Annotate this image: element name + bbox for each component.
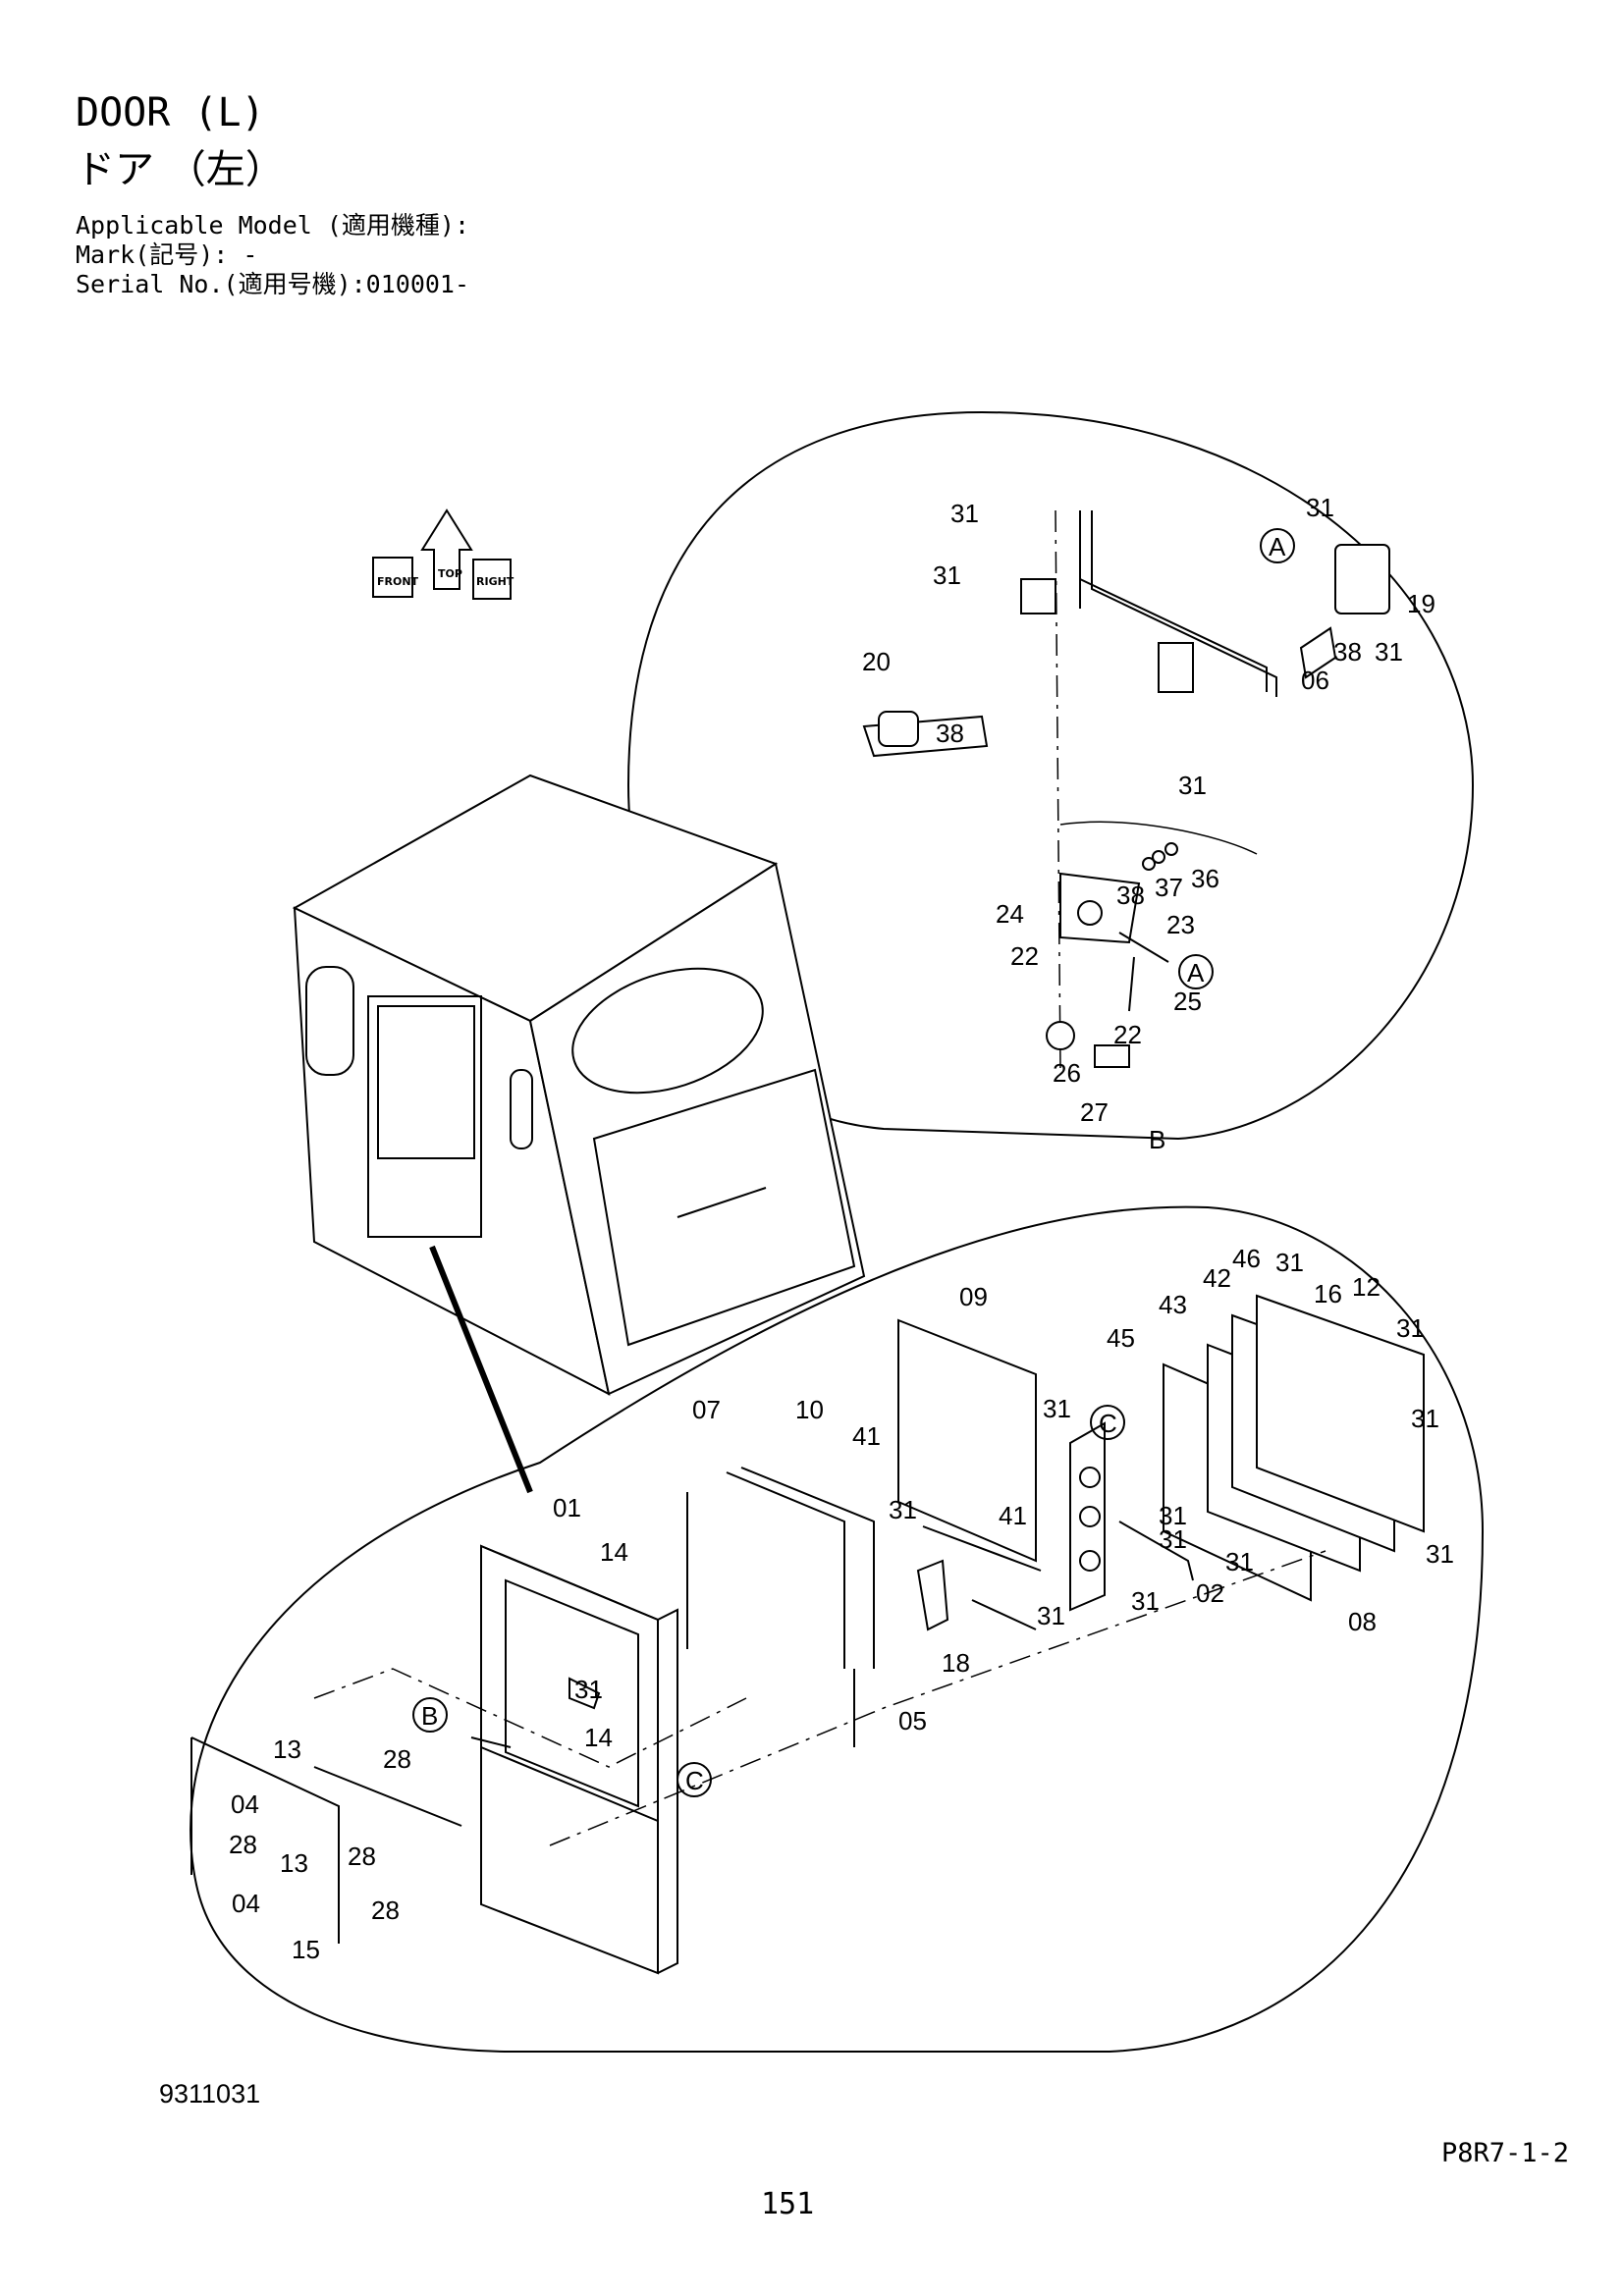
- part-label: 24: [996, 899, 1024, 929]
- serial-number: Serial No.(適用号機):010001-: [76, 270, 470, 298]
- part-label: 28: [229, 1830, 257, 1859]
- part-label: 28: [348, 1842, 376, 1871]
- part-label: 31: [933, 561, 961, 590]
- main-exploded-parts: [190, 1294, 1425, 1975]
- page-title-jp: ドア （左）: [76, 147, 285, 192]
- part-label: 10: [795, 1395, 824, 1424]
- part-label: 22: [1113, 1020, 1142, 1049]
- part-label: 31: [1411, 1404, 1439, 1433]
- part-label: 13: [273, 1735, 301, 1764]
- callout-c-1: C: [1090, 1405, 1125, 1440]
- page-number: 151: [761, 2187, 815, 2221]
- part-label: 22: [1010, 941, 1039, 971]
- part-label: 18: [942, 1648, 970, 1678]
- mark: Mark(記号): -: [76, 240, 258, 269]
- applicable-model: Applicable Model (適用機種):: [76, 211, 470, 240]
- part-label: 31: [1225, 1547, 1254, 1576]
- orientation-top: TOP: [438, 567, 462, 580]
- orientation-right: RIGHT: [476, 575, 514, 588]
- part-label: 04: [232, 1889, 260, 1918]
- part-label: 20: [862, 647, 891, 676]
- part-label: 31: [1306, 493, 1334, 522]
- part-label: 25: [1173, 987, 1202, 1016]
- part-label: 12: [1352, 1272, 1380, 1302]
- leader-cab: [429, 1245, 533, 1494]
- part-label: 23: [1166, 910, 1195, 939]
- part-label: 31: [574, 1675, 603, 1704]
- part-label: 31: [1043, 1394, 1071, 1423]
- part-label: 31: [1375, 637, 1403, 667]
- part-label: 28: [383, 1744, 411, 1774]
- part-label: 31: [1159, 1501, 1187, 1530]
- drawing-number: 9311031: [159, 2079, 261, 2109]
- part-label: 36: [1191, 864, 1219, 893]
- page-title-en: DOOR (L): [76, 90, 265, 135]
- part-label: 31: [1159, 1524, 1187, 1554]
- callout-a-2: A: [1178, 954, 1214, 989]
- part-label: 38: [936, 719, 964, 748]
- part-label: 14: [600, 1537, 628, 1567]
- svg-text:A: A: [1269, 532, 1286, 561]
- orientation-arrow-icon: FRONT TOP RIGHT: [372, 508, 514, 600]
- part-label: 41: [852, 1421, 881, 1451]
- part-label: 04: [231, 1789, 259, 1819]
- part-label: 19: [1407, 589, 1435, 618]
- callout-b-label: B: [1149, 1125, 1165, 1154]
- part-label: 31: [1426, 1539, 1454, 1569]
- orientation-front: FRONT: [377, 575, 419, 588]
- part-label: 07: [692, 1395, 721, 1424]
- part-label: 31: [1178, 771, 1207, 800]
- part-label: 31: [1275, 1248, 1304, 1277]
- part-label: 42: [1203, 1263, 1231, 1293]
- callout-c-2: C: [677, 1762, 712, 1797]
- part-label: 13: [280, 1848, 308, 1878]
- svg-text:C: C: [1099, 1409, 1117, 1438]
- part-label: 01: [553, 1493, 581, 1522]
- part-label: 31: [1396, 1313, 1425, 1343]
- svg-text:C: C: [685, 1766, 704, 1795]
- part-label: 43: [1159, 1290, 1187, 1319]
- detail-b-parts: [862, 509, 1390, 1071]
- part-label: 08: [1348, 1607, 1377, 1636]
- part-label: 31: [1131, 1586, 1160, 1616]
- part-label: 06: [1301, 666, 1329, 695]
- part-label: 41: [999, 1501, 1027, 1530]
- part-label: 38: [1116, 881, 1145, 910]
- part-label: 45: [1107, 1323, 1135, 1353]
- part-label: 02: [1196, 1578, 1224, 1608]
- part-label: 28: [371, 1896, 400, 1925]
- part-label: 27: [1080, 1097, 1109, 1127]
- part-label: 14: [584, 1723, 613, 1752]
- part-label: 31: [1037, 1601, 1065, 1630]
- part-label: 09: [959, 1282, 988, 1311]
- part-label: 05: [898, 1706, 927, 1735]
- part-label: 38: [1333, 637, 1362, 667]
- part-label: 15: [292, 1935, 320, 1964]
- part-label: 31: [889, 1495, 917, 1524]
- svg-text:A: A: [1187, 958, 1205, 988]
- cab-illustration: [292, 774, 866, 1396]
- part-labels: 31 31 31 19 38 31 06 20 38 31 38 37 36 2…: [229, 493, 1454, 1964]
- part-label: 46: [1232, 1244, 1261, 1273]
- part-label: 37: [1155, 873, 1183, 902]
- callout-a-1: A: [1260, 528, 1295, 563]
- svg-text:B: B: [421, 1701, 438, 1731]
- part-label: 16: [1314, 1279, 1342, 1308]
- part-label: 31: [950, 499, 979, 528]
- page-code: P8R7-1-2: [1441, 2138, 1570, 2168]
- part-label: 26: [1053, 1058, 1081, 1088]
- callout-b-1: B: [412, 1697, 448, 1733]
